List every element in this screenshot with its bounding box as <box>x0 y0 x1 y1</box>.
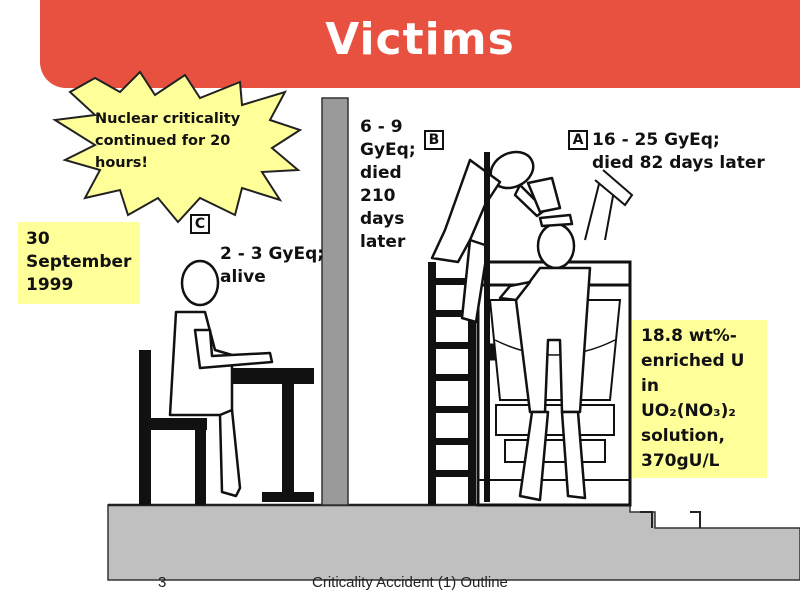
pipe <box>484 152 490 502</box>
victim-b-line: days <box>360 209 405 229</box>
victim-b-line: later <box>360 232 406 252</box>
solution-line: in <box>641 376 659 396</box>
victim-b-line: 210 <box>360 186 396 206</box>
page-number: 3 <box>158 574 167 591</box>
desk <box>222 368 314 502</box>
starburst-callout <box>52 70 303 224</box>
victim-b-line: died <box>360 163 402 183</box>
victim-a-dose: 16 - 25 GyEq; died 82 days later <box>592 129 765 175</box>
victim-b-line: GyEq; <box>360 140 416 160</box>
floor <box>107 503 800 581</box>
footer-title: Criticality Accident (1) Outline <box>312 574 508 591</box>
ladder <box>428 262 476 505</box>
victim-b-line: 6 - 9 <box>360 117 403 137</box>
victim-c-dose-text: 2 - 3 GyEq; <box>220 244 325 264</box>
concrete-pillar <box>321 97 349 506</box>
solution-line: 18.8 wt%- <box>641 326 737 346</box>
victim-b-tag: B <box>424 130 444 150</box>
solution-box: 18.8 wt%- enriched U in UO₂(NO₃)₂ soluti… <box>632 320 767 478</box>
victim-a-dose-text: 16 - 25 GyEq; <box>592 130 720 150</box>
person-a-figure <box>498 213 592 502</box>
solution-line: 370gU/L <box>641 451 720 471</box>
title-banner <box>40 0 800 88</box>
date-month: September <box>26 252 132 272</box>
solution-line: solution, <box>641 426 725 446</box>
victim-c-tag: C <box>190 214 210 234</box>
criticality-callout-text: Nuclear criticality continued for 20 hou… <box>95 111 241 171</box>
solution-line: enriched U <box>641 351 745 371</box>
date-day: 30 <box>26 229 50 249</box>
date-box: 30 September 1999 <box>18 222 140 304</box>
victim-a-tag: A <box>568 130 588 150</box>
victim-c-outcome-text: alive <box>220 267 266 287</box>
slide-title: Victims <box>325 14 515 65</box>
person-c-figure <box>168 259 274 498</box>
victim-a-outcome-text: died 82 days later <box>592 153 765 173</box>
date-year: 1999 <box>26 275 74 295</box>
victim-c-dose: 2 - 3 GyEq; alive <box>220 243 324 289</box>
chair <box>139 350 207 505</box>
victim-b-dose: 6 - 9 GyEq; died 210 days later <box>360 116 416 254</box>
solution-line: UO₂(NO₃)₂ <box>641 401 736 421</box>
person-b-figure <box>430 150 562 324</box>
